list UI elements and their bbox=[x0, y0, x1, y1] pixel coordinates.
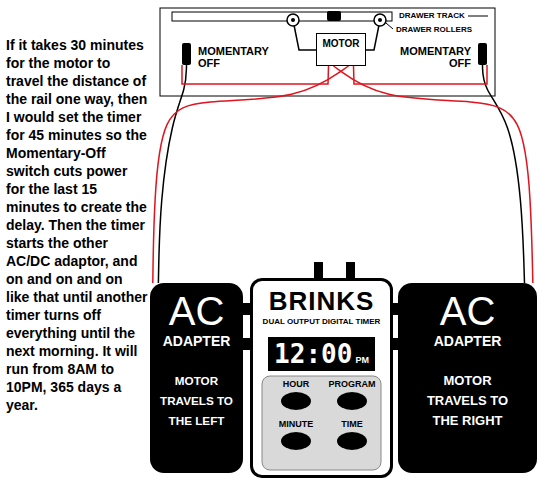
adapter-title: AC bbox=[169, 289, 225, 333]
clock-suffix: PM bbox=[355, 355, 369, 365]
timer-body bbox=[250, 278, 393, 478]
track-carriage bbox=[327, 11, 341, 21]
drawer-roller bbox=[374, 14, 386, 26]
power-prong bbox=[346, 262, 355, 278]
clock-digits: 12:00 bbox=[274, 337, 352, 371]
timer-button: PROGRAM bbox=[337, 392, 367, 410]
adapter-title: AC bbox=[440, 289, 496, 333]
leader-line bbox=[386, 23, 393, 29]
motor-box: MOTOR bbox=[316, 33, 366, 66]
adapter-note: MOTOR TRAVELS TO THE LEFT bbox=[152, 371, 242, 431]
button-label: HOUR bbox=[283, 379, 310, 389]
part-label: DRAWER ROLLERS bbox=[395, 25, 473, 35]
adapter-note: MOTOR TRAVELS TO THE RIGHT bbox=[416, 371, 520, 431]
wire bbox=[153, 66, 349, 283]
timer-button: MINUTE bbox=[281, 432, 311, 450]
adapter-subtitle: ADAPTER bbox=[434, 333, 502, 349]
timer-display: 12:00PM bbox=[268, 337, 375, 371]
button-label: MINUTE bbox=[279, 419, 314, 429]
drawer-track bbox=[468, 16, 488, 17]
ac-adapter: ACADAPTER MOTOR TRAVELS TO THE LEFT bbox=[150, 283, 243, 473]
button-panel bbox=[262, 376, 381, 470]
power-prong bbox=[314, 262, 323, 278]
wire bbox=[483, 65, 525, 283]
wire bbox=[334, 66, 533, 283]
brand-name: BRINKS bbox=[253, 287, 390, 315]
wire bbox=[158, 65, 186, 283]
drawer-roller bbox=[378, 18, 382, 22]
momentary-off-switch: MOMENTARY OFF bbox=[182, 43, 191, 65]
switch-label: MOMENTARY OFF bbox=[198, 45, 276, 69]
digital-timer: BRINKS DUAL OUTPUT DIGITAL TIMER 12:00PM HO… bbox=[250, 278, 393, 478]
switch-label: MOMENTARY OFF bbox=[393, 45, 471, 69]
drawer-assembly-frame bbox=[160, 8, 495, 96]
button-label: PROGRAM bbox=[329, 379, 376, 389]
motor-label: MOTOR bbox=[322, 38, 359, 50]
part-label: DRAWER TRACK bbox=[398, 11, 466, 21]
drawer-roller bbox=[287, 14, 299, 26]
drawer-track bbox=[172, 12, 392, 21]
drawer-roller bbox=[291, 18, 295, 22]
button-label: TIME bbox=[341, 419, 363, 429]
timer-button: HOUR bbox=[281, 392, 311, 410]
timer-model: DUAL OUTPUT DIGITAL TIMER bbox=[253, 317, 390, 327]
timer-button: TIME bbox=[337, 432, 367, 450]
ac-adapter: ACADAPTER MOTOR TRAVELS TO THE RIGHT bbox=[398, 283, 537, 473]
momentary-off-switch: MOMENTARY OFF bbox=[478, 43, 487, 65]
explanatory-note: If it takes 30 minutes for the motor to … bbox=[6, 36, 148, 414]
adapter-subtitle: ADAPTER bbox=[163, 333, 231, 349]
